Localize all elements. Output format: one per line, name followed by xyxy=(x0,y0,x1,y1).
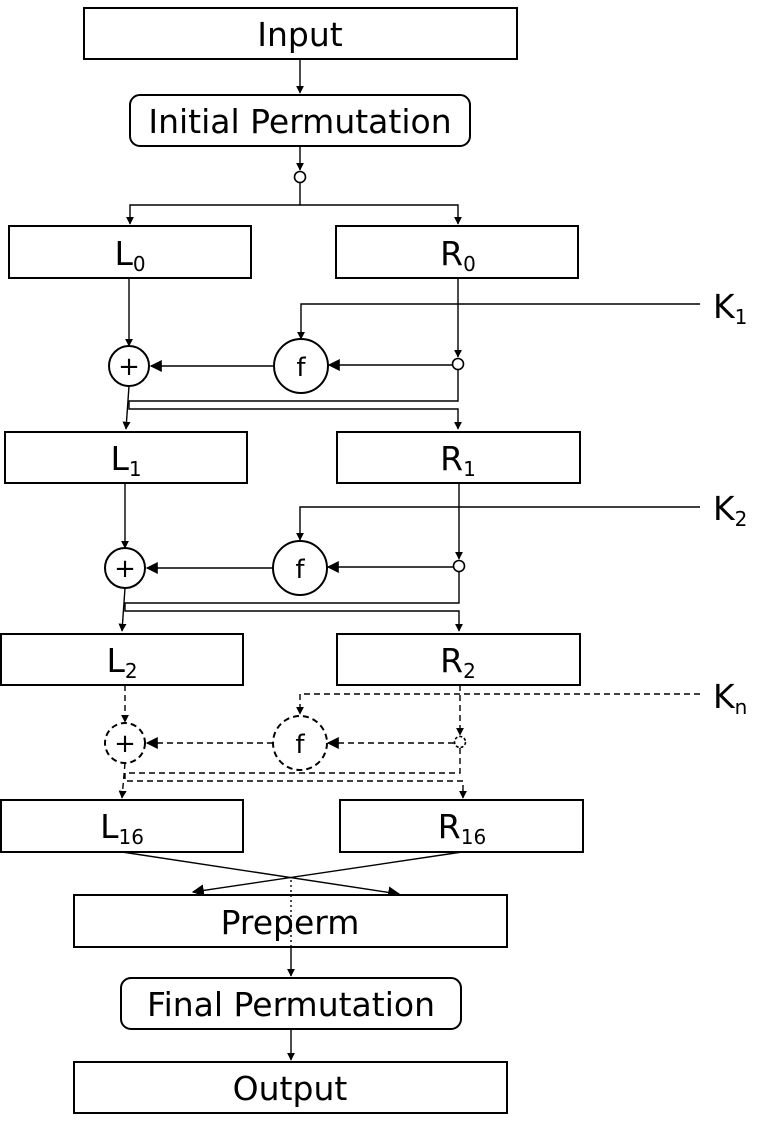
f-label-n: f xyxy=(295,730,305,760)
initial-permutation-label: Initial Permutation xyxy=(148,102,451,141)
arrow-split-to-r0 xyxy=(300,204,462,225)
l1-label: L1 xyxy=(110,439,141,481)
initial-permutation-box: Initial Permutation xyxy=(129,94,471,147)
r0-box: R0 xyxy=(335,225,579,279)
arrow-xor2-to-l2 xyxy=(118,587,127,632)
arrow-kn-to-f xyxy=(296,693,700,715)
f-function-1: f xyxy=(273,338,329,394)
r0-label: R0 xyxy=(440,234,476,276)
final-permutation-box: Final Permutation xyxy=(120,977,462,1030)
split-point xyxy=(293,170,307,184)
xor-node-n: + xyxy=(104,722,146,764)
r2-tap xyxy=(453,735,467,749)
preperm-label: Preperm xyxy=(221,903,360,942)
xor-label-2: + xyxy=(114,554,136,584)
f-function-2: f xyxy=(272,540,328,596)
xor-node-2: + xyxy=(104,547,146,589)
arrow-r0-to-r1 xyxy=(128,370,462,430)
xor-label-n: + xyxy=(114,729,136,759)
input-box: Input xyxy=(83,7,518,60)
arrow-xorn-to-l16 xyxy=(118,762,127,799)
l2-box: L2 xyxy=(0,633,244,686)
f-function-n: f xyxy=(272,715,328,771)
arrow-k1-to-f xyxy=(297,303,700,340)
arrow-xor1-to-l1 xyxy=(122,385,131,430)
l0-box: L0 xyxy=(8,225,252,279)
output-label: Output xyxy=(233,1069,348,1108)
k1-label: K1 xyxy=(713,287,747,329)
f-label-2: f xyxy=(295,555,305,585)
r1-tap xyxy=(452,559,466,573)
l16-label: L16 xyxy=(100,807,144,849)
k2-label: K2 xyxy=(713,489,747,531)
r16-box: R16 xyxy=(339,799,584,853)
r2-label: R2 xyxy=(440,641,476,683)
r1-box: R1 xyxy=(336,431,581,484)
xor-label-1: + xyxy=(118,352,140,382)
r0-tap xyxy=(451,357,465,371)
arrow-r2-to-r16 xyxy=(124,748,467,799)
arrow-r16-to-preperm xyxy=(191,851,463,897)
arrow-r1-to-r2 xyxy=(124,572,463,632)
r1-label: R1 xyxy=(440,439,476,481)
kn-label: Kn xyxy=(713,677,747,719)
arrow-l16-to-preperm xyxy=(121,851,401,899)
l0-label: L0 xyxy=(114,234,145,276)
xor-node-1: + xyxy=(108,345,150,387)
output-box: Output xyxy=(73,1061,508,1114)
arrow-k2-to-f xyxy=(296,506,700,541)
l16-box: L16 xyxy=(0,799,244,853)
arrow-split-to-l0 xyxy=(126,183,301,225)
l1-box: L1 xyxy=(4,431,248,484)
l2-label: L2 xyxy=(106,641,137,683)
final-permutation-label: Final Permutation xyxy=(147,985,435,1024)
input-label: Input xyxy=(257,15,343,54)
r16-label: R16 xyxy=(438,807,486,849)
r2-box: R2 xyxy=(336,633,581,686)
f-label-1: f xyxy=(296,353,306,383)
